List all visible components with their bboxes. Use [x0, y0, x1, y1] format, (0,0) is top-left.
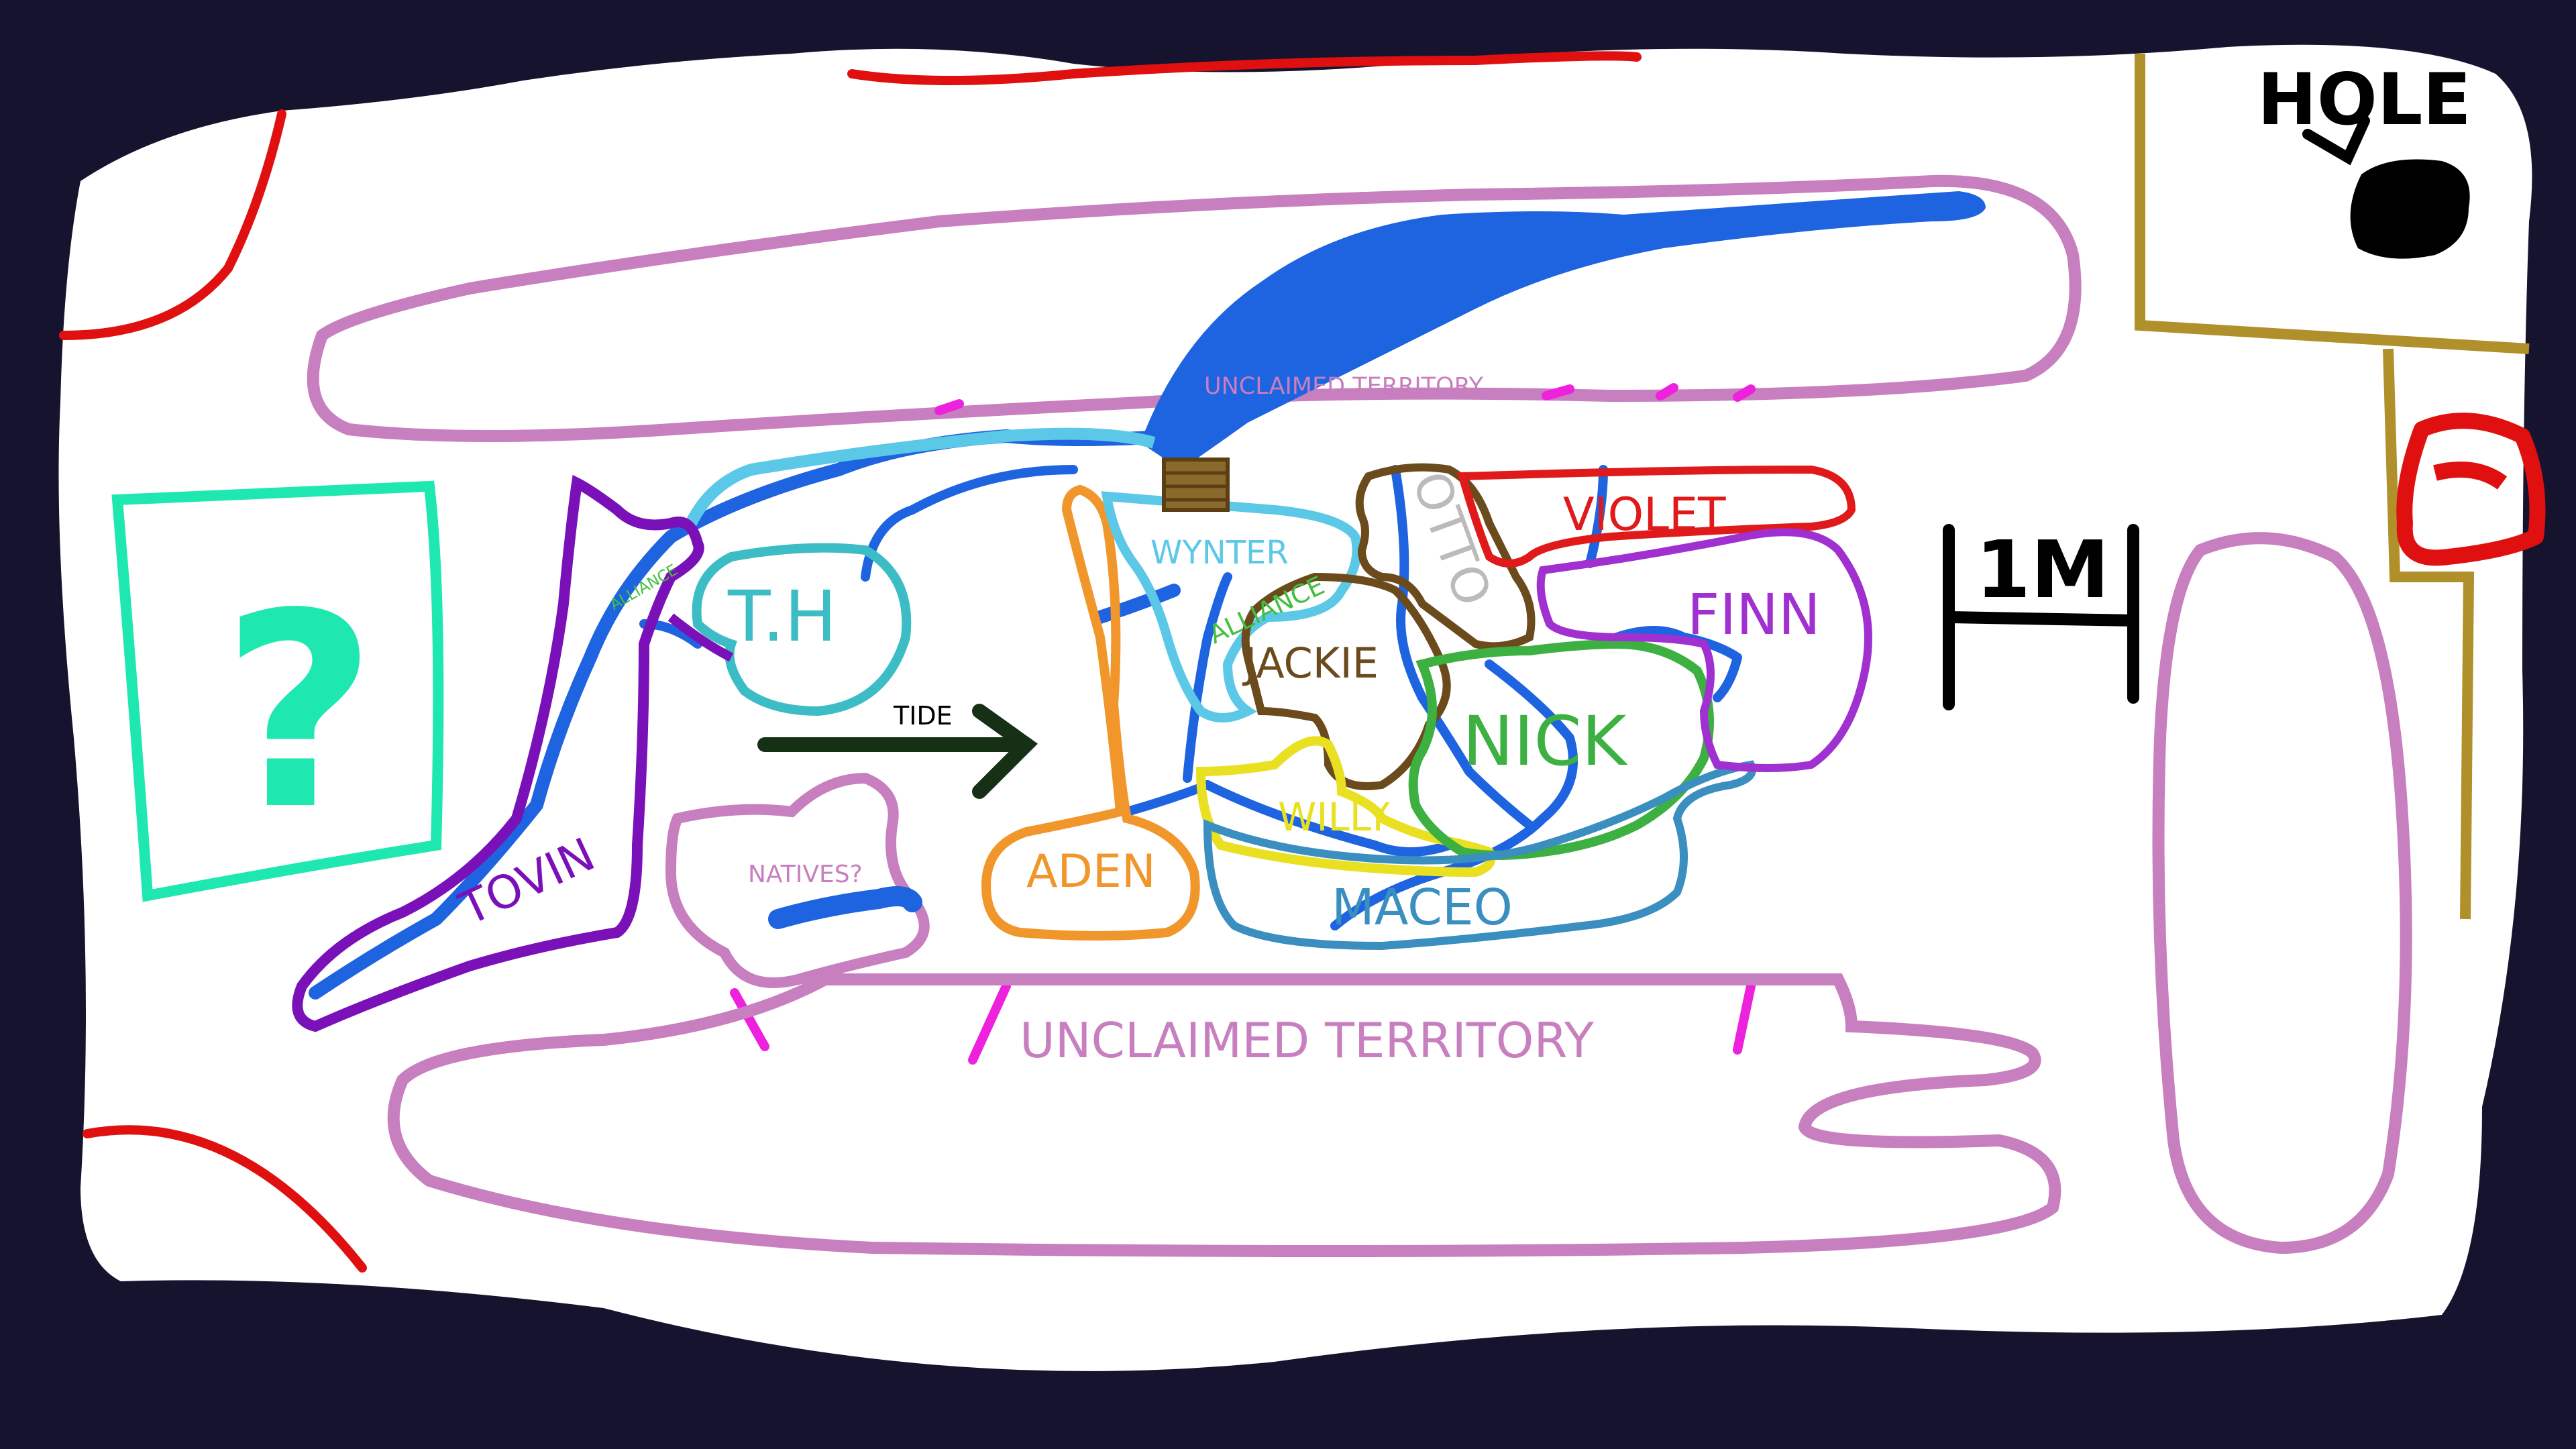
scale-label: 1M: [1976, 523, 2110, 616]
territory-nick-label: NICK: [1462, 702, 1629, 782]
territory-tovin-border: [292, 474, 704, 1032]
river: [1140, 191, 1986, 470]
territory-finn-border: [1536, 528, 1872, 772]
magenta-ticks: [730, 383, 1756, 1065]
scale-bar-icon: [1943, 524, 2139, 710]
river-branches: [309, 429, 1742, 1000]
territory-jackie-label: JACKIE: [1242, 639, 1379, 688]
tide-arrow-icon: [757, 704, 1038, 799]
map-paper: [58, 44, 2532, 1371]
unclaimed-territory-top-border: [307, 174, 2082, 442]
territory-wynter-border: [1101, 491, 1362, 722]
territory-violet-border: [1457, 465, 1856, 568]
unclaimed-top-label: UNCLAIMED TERRITORY: [1204, 373, 1484, 400]
territory-maceo-border: [1203, 760, 1756, 951]
th-river-edge: [685, 427, 1156, 527]
territory-aden-border: [981, 484, 1200, 941]
unclaimed-territory-bottom-border: [387, 973, 2061, 1257]
territory-violet-label: VIOLET: [1563, 488, 1726, 541]
natives-border: [665, 772, 930, 988]
unclaimed-bottom-label: UNCLAIMED TERRITORY: [1020, 1012, 1595, 1069]
territory-maceo-label: MACEO: [1332, 879, 1513, 936]
territory-th-border: [692, 543, 912, 716]
tide-label: TIDE: [893, 701, 953, 731]
hole-arrow-icon: [2302, 115, 2370, 166]
red-borders: [59, 51, 1642, 1273]
territory-th-label: T.H: [727, 576, 837, 657]
right-gold-frames: [2135, 54, 2530, 920]
unclaimed-territory-right-border: [2152, 532, 2412, 1254]
natives-label: NATIVES?: [748, 861, 863, 888]
question-box-border: [111, 480, 444, 902]
territory-jackie-border: [1241, 572, 1451, 790]
territory-willy-label: WILLY: [1278, 794, 1390, 840]
territory-wynter-label: WYNTER: [1150, 534, 1289, 572]
territory-aden-label: ADEN: [1026, 845, 1156, 898]
tovin-th-link: [667, 613, 734, 662]
hole-label: HOLE: [2257, 58, 2471, 141]
territory-nick-border: [1408, 639, 1714, 860]
bridge-icon: [1162, 458, 1230, 512]
territory-finn-label: FINN: [1687, 582, 1821, 647]
hole-icon: [2350, 159, 2470, 259]
question-label: ?: [221, 557, 377, 869]
bell-icon: [2396, 413, 2546, 566]
